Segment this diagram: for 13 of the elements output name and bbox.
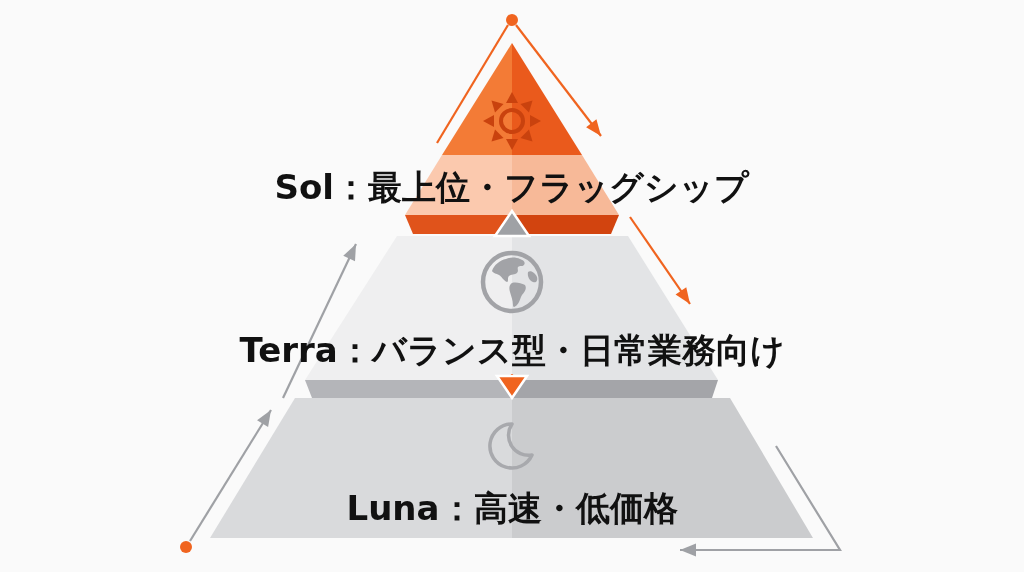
arrow xyxy=(680,445,842,557)
triangle-arrow xyxy=(493,209,531,238)
dot-icon xyxy=(180,541,192,553)
arrow xyxy=(629,216,691,305)
connector-line xyxy=(436,24,509,144)
dot-icon xyxy=(506,14,518,26)
tier-label: Terra：バランス型・日常業務向け xyxy=(239,330,785,370)
arrow xyxy=(189,409,272,542)
tier-label: Luna：高速・低価格 xyxy=(346,488,678,528)
triangle-arrow xyxy=(495,374,529,400)
arrow xyxy=(282,243,357,399)
arrow xyxy=(515,24,602,137)
tier-label: Sol：最上位・フラッグシップ xyxy=(274,167,749,207)
